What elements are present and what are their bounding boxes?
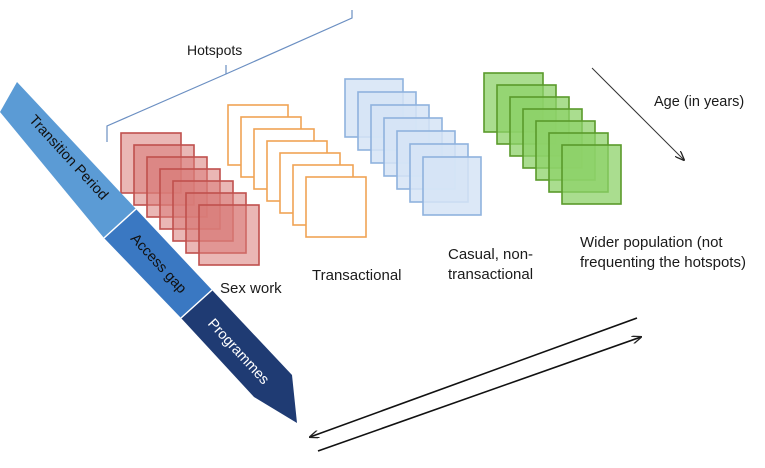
casual-label: Casual, non-transactional [448,246,534,283]
transactional-label: Transactional [312,267,402,284]
wider-population-label: Wider population (not frequenting the ho… [580,234,746,271]
return-arrow-left [310,317,638,437]
casual-square [422,156,482,216]
hotspots-label: Hotspots [187,42,243,58]
return-arrow-right [317,337,641,452]
wider-square [561,144,622,205]
arrow-segment-access-gap [104,209,212,318]
transactional-square [305,176,367,238]
arrow-segment-programmes [181,290,297,423]
age-label: Age (in years) [654,94,745,110]
square-groups [120,72,622,266]
sex-work-square [198,204,260,266]
age-arrow [591,67,684,160]
arrow-segment-transition-period [0,82,136,238]
sex-work-label: Sex work [220,280,282,297]
